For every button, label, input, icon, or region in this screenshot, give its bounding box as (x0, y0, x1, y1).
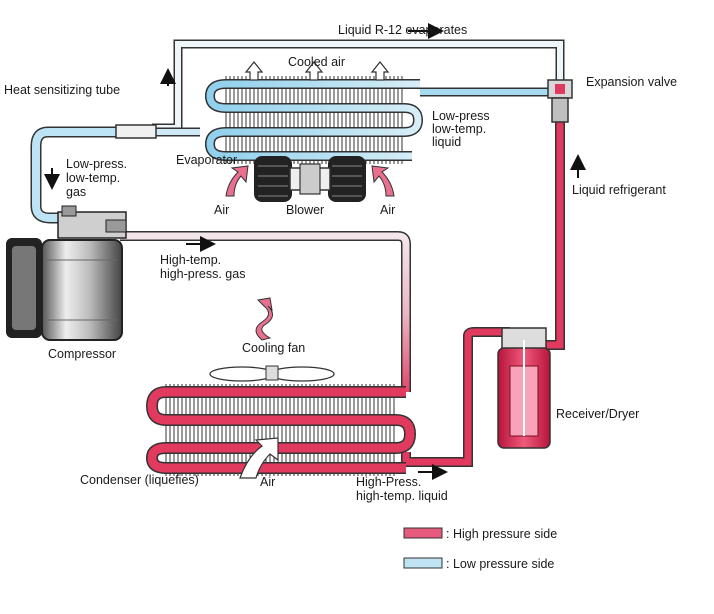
label-blower: Blower (286, 203, 324, 217)
label-liquid-evaporates: Liquid R-12 evaporates (338, 23, 467, 37)
cooled-air-arrows (244, 61, 390, 81)
legend-label-high: : High pressure side (446, 527, 557, 541)
label-air-left: Air (214, 203, 229, 217)
label-highpress-liquid: High-Press. high-temp. liquid (356, 475, 448, 503)
label-liquid-refrigerant: Liquid refrigerant (572, 183, 666, 197)
evaporator (204, 76, 424, 164)
cooling-fan (209, 365, 335, 382)
label-air-condenser: Air (260, 475, 275, 489)
label-hightemp-gas: High-temp. high-press. gas (160, 253, 245, 281)
label-receiver-dryer: Receiver/Dryer (556, 407, 639, 421)
flow-arrows (44, 23, 586, 480)
receiver-dryer (497, 327, 551, 449)
legend-swatch-low (403, 557, 443, 569)
label-air-right: Air (380, 203, 395, 217)
legend-swatch-high (403, 527, 443, 539)
label-compressor: Compressor (48, 347, 116, 361)
heat-sensitizing-tube (115, 124, 157, 139)
condenser (145, 384, 417, 476)
liquid-line-pipe (401, 327, 510, 467)
condenser-air-arrow (239, 437, 279, 479)
label-evaporator: Evaporator (176, 153, 237, 167)
label-expansion-valve: Expansion valve (586, 75, 677, 89)
label-cooled-air: Cooled air (288, 55, 345, 69)
expansion-valve (547, 79, 573, 123)
label-heat-sensitizing-tube: Heat sensitizing tube (4, 83, 120, 97)
compressor (6, 205, 127, 341)
label-lowpress-gas: Low-press. low-temp. gas (66, 157, 131, 199)
legend: : High pressure side : Low pressure side (403, 527, 557, 571)
label-condenser: Condenser (liquefies) (80, 473, 199, 487)
blower (254, 156, 366, 202)
legend-label-low: : Low pressure side (446, 557, 554, 571)
blower-air-arrows (225, 165, 395, 197)
label-cooling-fan: Cooling fan (242, 341, 305, 355)
warm-air-squiggle (255, 297, 273, 341)
label-lowpress-liquid: Low-press low-temp. liquid (432, 109, 493, 149)
